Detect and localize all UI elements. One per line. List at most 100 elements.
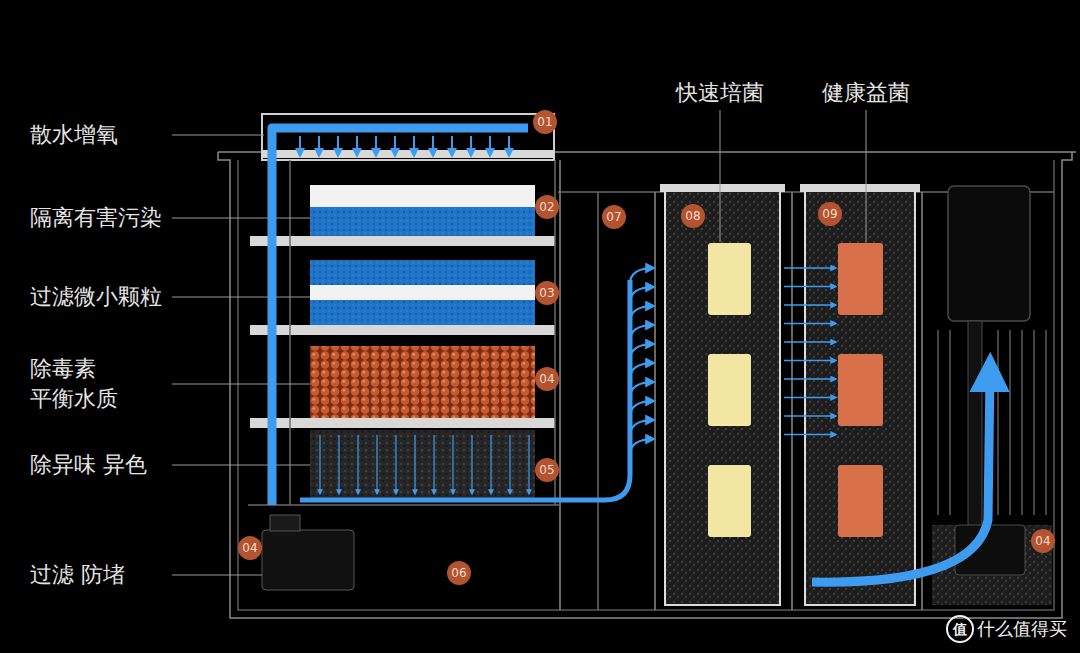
flow-arrow	[784, 286, 836, 287]
flow-arrow	[338, 435, 339, 494]
tank-wall	[218, 152, 1072, 618]
flow-arrow	[337, 136, 339, 156]
feature-label: 除异味 异色	[30, 450, 147, 480]
yellow-media	[708, 243, 751, 315]
flow-arrow	[630, 306, 654, 322]
media-label: 快速培菌	[676, 78, 764, 108]
flow-arrow	[630, 439, 654, 455]
flow-arrow	[784, 378, 836, 379]
orange-media	[838, 465, 883, 537]
flow-arrow	[784, 267, 836, 268]
flow-arrow	[299, 136, 301, 156]
flow-arrow	[630, 287, 654, 303]
feature-label: 过滤 防堵	[30, 560, 125, 590]
sump-line	[248, 504, 560, 506]
flow-arrow	[528, 435, 529, 494]
flow-arrow	[784, 434, 836, 435]
callout-number: 02	[535, 195, 559, 219]
callout-number: 09	[818, 202, 842, 226]
slat	[1045, 330, 1047, 515]
flow-arrow	[812, 372, 990, 582]
flow-arrow	[784, 323, 836, 324]
flow-arrow	[489, 136, 491, 156]
flow-arrow	[433, 435, 434, 494]
partition-wall	[654, 192, 656, 610]
flow-arrow	[630, 420, 654, 436]
partition-wall	[791, 192, 793, 610]
flow-arrow	[432, 136, 434, 156]
pump-tube	[968, 321, 982, 526]
flow-arrow	[630, 382, 654, 398]
flow-arrow	[630, 344, 654, 360]
callout-number: 08	[681, 204, 705, 228]
slat	[937, 330, 939, 515]
flow-arrow	[630, 363, 654, 379]
media-label: 健康益菌	[822, 78, 910, 108]
flow-arrow	[784, 360, 836, 361]
leader-line	[172, 465, 310, 466]
water-pipe	[272, 128, 528, 505]
blue-sponge	[310, 260, 535, 285]
spray-tray	[262, 114, 554, 160]
tray-stack	[250, 114, 555, 590]
pump-inlet	[270, 515, 300, 531]
flow-arrow	[375, 136, 377, 156]
leader-line	[172, 575, 262, 576]
flow-arrow	[394, 136, 396, 156]
ceramic-balls	[310, 346, 535, 418]
callout-number: 07	[602, 205, 626, 229]
tank-frame	[218, 152, 1076, 618]
callout-number: 06	[447, 561, 471, 585]
flow-arrow	[784, 304, 836, 305]
flow-arrow	[357, 435, 358, 494]
tray-bar	[250, 236, 555, 246]
blue-sponge	[310, 300, 535, 325]
flow-arrow	[630, 401, 654, 417]
tray-bar	[250, 418, 555, 428]
leader-line	[172, 297, 310, 298]
tank-inner-wall	[238, 160, 1054, 610]
tray-bar	[250, 325, 555, 335]
partition-wall	[921, 192, 923, 610]
flow-arrow	[508, 136, 510, 156]
slat	[1021, 330, 1023, 515]
bio-chambers	[660, 184, 920, 605]
slat	[997, 330, 999, 515]
gravel-chamber	[665, 190, 780, 605]
callout-number: 03	[535, 281, 559, 305]
chamber-cap	[660, 184, 785, 192]
activated-carbon	[310, 430, 535, 502]
leader-lines	[172, 110, 866, 575]
flow-arrow	[470, 136, 472, 156]
flow-arrow	[356, 136, 358, 156]
flow-arrow	[319, 435, 320, 494]
leader-line	[866, 110, 867, 242]
partition-wall	[597, 192, 599, 610]
watermark: 什么值得买	[977, 617, 1067, 641]
flow-arrow	[376, 435, 377, 494]
callout-number: 01	[533, 110, 557, 134]
white-sponge	[310, 185, 535, 207]
orange-media	[838, 243, 883, 315]
blue-sponge	[310, 207, 535, 236]
callout-number: 04	[535, 367, 559, 391]
flow-arrow	[784, 341, 836, 342]
leader-line	[172, 384, 310, 385]
flow-arrow	[414, 435, 415, 494]
water-flow	[272, 128, 990, 582]
feature-label: 隔离有害污染	[30, 203, 162, 233]
return-pump	[948, 186, 1030, 321]
flow-arrow	[413, 136, 415, 156]
tray-rail	[290, 160, 555, 505]
watermark-icon: 值	[946, 615, 974, 643]
flow-arrow	[630, 268, 654, 284]
yellow-media	[708, 465, 751, 537]
slat	[1033, 330, 1035, 515]
flow-arrow	[318, 136, 320, 156]
partition-wall	[559, 160, 561, 610]
flow-arrow	[452, 435, 453, 494]
feature-label: 散水增氧	[30, 120, 118, 150]
